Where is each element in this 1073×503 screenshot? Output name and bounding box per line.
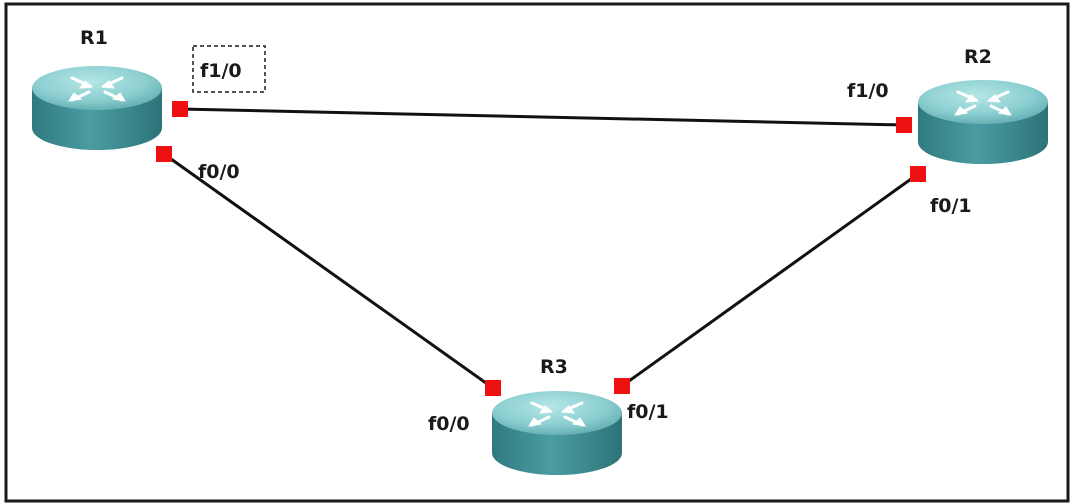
port-label-r3-f0-1[interactable]: f0/1 bbox=[627, 401, 669, 423]
selected-label-box bbox=[192, 45, 266, 93]
port-label-r3-f0-0[interactable]: f0/0 bbox=[428, 413, 470, 435]
router-r3[interactable]: R3 bbox=[490, 356, 624, 477]
port-r1-f0-0[interactable] bbox=[156, 146, 172, 162]
router-r3-name: R3 bbox=[540, 356, 568, 378]
router-r1[interactable]: R1 bbox=[30, 27, 164, 152]
router-icon bbox=[916, 78, 1050, 166]
port-label-r1-f0-0[interactable]: f0/0 bbox=[198, 161, 240, 183]
router-icon bbox=[490, 389, 624, 477]
link-r2-r3[interactable] bbox=[620, 172, 920, 388]
port-r1-f1-0[interactable] bbox=[172, 101, 188, 117]
port-r2-f0-1[interactable] bbox=[910, 166, 926, 182]
port-r2-f1-0[interactable] bbox=[896, 117, 912, 133]
port-label-r2-f1-0[interactable]: f1/0 bbox=[847, 80, 889, 102]
router-icon bbox=[30, 64, 164, 152]
port-label-r2-f0-1[interactable]: f0/1 bbox=[930, 195, 972, 217]
port-r3-f0-1[interactable] bbox=[614, 378, 630, 394]
link-r1-r3[interactable] bbox=[162, 152, 495, 390]
diagram-frame bbox=[4, 2, 1070, 503]
router-r2-name: R2 bbox=[964, 46, 992, 68]
port-label-r1-f1-0[interactable]: f1/0 bbox=[200, 60, 242, 82]
link-r1-r2[interactable] bbox=[178, 107, 906, 127]
router-r2[interactable]: R2 bbox=[916, 46, 1050, 166]
router-r1-name: R1 bbox=[80, 27, 108, 49]
port-r3-f0-0[interactable] bbox=[485, 380, 501, 396]
